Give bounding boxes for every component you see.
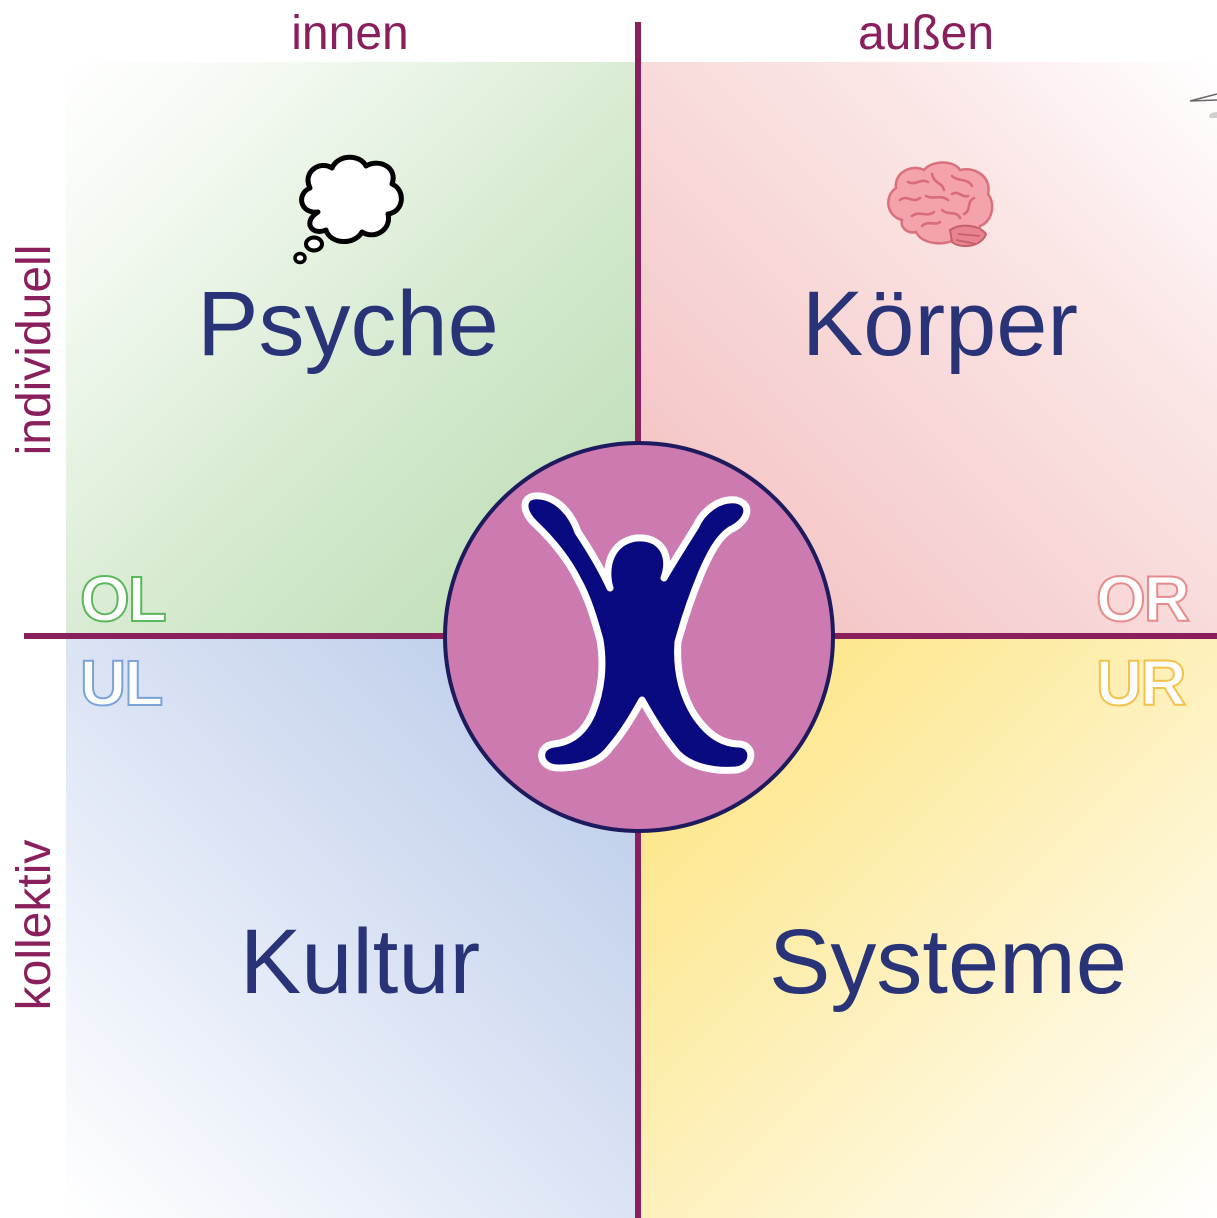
quadrant-title-kultur: Kultur: [239, 911, 481, 1013]
quadrant-code-ur: UR: [1095, 647, 1187, 719]
quadrant-code-or: OR: [1095, 563, 1191, 635]
quadrant-code-ul: UL: [79, 647, 164, 719]
column-label-innen: innen: [291, 7, 409, 60]
quadrant-title-psyche: Psyche: [197, 273, 499, 375]
corner-mark-icon: [1189, 93, 1217, 118]
thought-bubble-icon: [293, 154, 404, 265]
column-label-aussen: außen: [857, 7, 995, 60]
quadrant-title-koerper: Körper: [801, 273, 1079, 375]
row-label-kollektiv: kollektiv: [8, 839, 61, 1011]
person-arms-raised-icon: [521, 492, 755, 774]
quadrant-code-ol: OL: [79, 563, 168, 635]
center-circle: [443, 441, 835, 833]
brain-icon: [887, 161, 994, 248]
quadrant-title-systeme: Systeme: [769, 911, 1127, 1013]
row-label-individuell: individuell: [8, 244, 61, 456]
